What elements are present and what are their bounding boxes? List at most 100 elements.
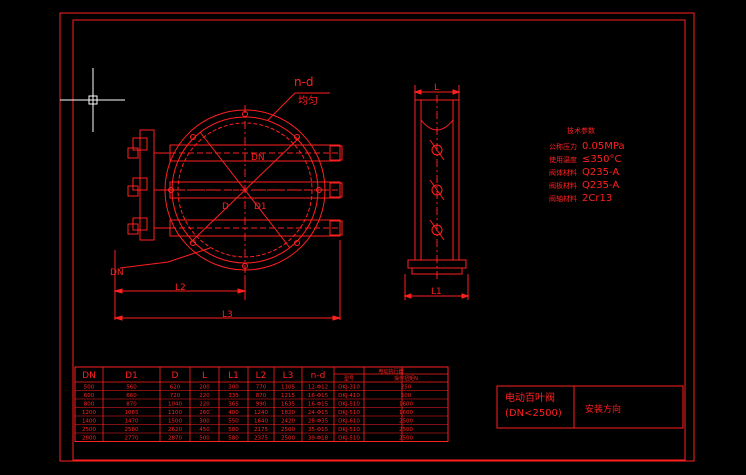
table-cell: 300 (228, 385, 239, 391)
table-cell: 200 (199, 385, 210, 391)
table-cell: 1105 (281, 385, 295, 391)
table-cell: 16-Φ15 (308, 393, 329, 399)
tech-value-3: Q235-A (582, 180, 619, 191)
table-cell: 2500 (281, 427, 295, 433)
label-l3: L3 (222, 310, 233, 320)
label-l2: L2 (175, 283, 186, 293)
table-cell: 2420 (281, 419, 295, 425)
table-cell: 400 (228, 410, 239, 416)
table-cell: 660 (126, 393, 137, 399)
table-group-header: 电动执行器 (378, 368, 403, 375)
title-block (496, 385, 684, 429)
crosshair-cursor-icon (60, 68, 125, 132)
table-cell: 2500 (399, 427, 413, 433)
table-cell: 2580 (125, 427, 139, 433)
table-cell: DKJ-510 (338, 436, 360, 442)
table-cell: 2500 (82, 427, 96, 433)
table-cell: 450 (199, 427, 210, 433)
table-cell: 1215 (281, 393, 295, 399)
tech-label-3: 阀板材料 (549, 181, 577, 190)
tech-label-1: 使用温度 (549, 155, 577, 164)
table-cell: 2500 (399, 436, 413, 442)
table-cell: 2620 (168, 427, 182, 433)
label-d: D (222, 202, 229, 212)
table-cell: DKJ-310 (338, 385, 360, 391)
tech-label-0: 公称压力 (549, 142, 577, 151)
tech-value-0: 0.05MPa (582, 141, 625, 152)
table-cell: 2770 (125, 436, 139, 442)
title-spec: (DN<2500) (505, 408, 562, 419)
table-cell: 580 (228, 436, 239, 442)
label-l1: L1 (431, 287, 442, 297)
table-cell: 500 (84, 385, 95, 391)
valve-front-view (113, 92, 343, 321)
tech-label-4: 阀轴材料 (549, 194, 577, 203)
table-cell: 500 (401, 393, 412, 399)
title-right: 安装方向 (585, 403, 621, 415)
table-header: L2 (256, 371, 267, 381)
table-cell: 2800 (82, 436, 96, 442)
table-cell: 335 (228, 393, 239, 399)
label-l: L (434, 83, 439, 93)
table-cell: 870 (256, 393, 267, 399)
table-cell: 1200 (82, 410, 96, 416)
table-cell: 1820 (281, 410, 295, 416)
table-header: L (202, 371, 207, 381)
table-sub-header: 操作扭矩N (394, 375, 418, 382)
label-dn-outer: DN (110, 268, 124, 278)
tech-value-4: 2Cr13 (582, 193, 612, 204)
table-sub-header: 型号 (344, 375, 354, 382)
table-header: L3 (283, 371, 294, 381)
table-cell: 500 (199, 436, 210, 442)
table-cell: 1065 (125, 410, 139, 416)
table-cell: 1635 (281, 402, 295, 408)
tech-label-2: 阀体材料 (549, 168, 577, 177)
table-cell: DKJ-510 (338, 402, 360, 408)
table-header: DN (82, 371, 96, 381)
table-cell: 580 (228, 427, 239, 433)
table-cell: 28-Φ35 (308, 419, 329, 425)
title-name: 电动百叶阀 (505, 391, 555, 404)
table-cell: 1240 (254, 410, 268, 416)
label-nd: n-d (294, 75, 314, 89)
table-header: D (172, 371, 179, 381)
table-cell: DKJ-510 (338, 410, 360, 416)
table-cell: 560 (126, 385, 137, 391)
label-d1: D1 (254, 202, 267, 212)
table-cell: 35-Φ15 (308, 427, 329, 433)
table-cell: 2500 (281, 436, 295, 442)
valve-side-view (403, 85, 470, 300)
label-dn-inner: DN (251, 153, 265, 163)
table-cell: 800 (84, 402, 95, 408)
table-cell: DKJ-410 (338, 393, 360, 399)
table-cell: 990 (256, 402, 267, 408)
table-cell: 1400 (82, 419, 96, 425)
table-cell: 1040 (168, 402, 182, 408)
table-cell: 2375 (254, 436, 268, 442)
tech-title: 技术参数 (567, 126, 595, 135)
table-cell: 1600 (399, 402, 413, 408)
table-cell: DKJ-510 (338, 427, 360, 433)
tech-value-2: Q235-A (582, 167, 619, 178)
table-cell: DKJ-610 (338, 419, 360, 425)
table-cell: 1470 (125, 419, 139, 425)
outer-frame (59, 12, 695, 462)
table-cell: 2175 (254, 427, 268, 433)
table-header: D1 (125, 371, 138, 381)
tech-value-1: ≤350°C (582, 154, 621, 165)
table-cell: 720 (170, 393, 181, 399)
table-cell: 260 (199, 410, 210, 416)
table-cell: 870 (126, 402, 137, 408)
table-cell: 220 (199, 402, 210, 408)
table-cell: 250 (401, 385, 412, 391)
label-nd-sub: 均匀 (298, 95, 318, 107)
table-cell: 550 (228, 419, 239, 425)
table-cell: 16-Φ15 (308, 402, 329, 408)
table-cell: 365 (228, 402, 239, 408)
table-cell: 2500 (399, 419, 413, 425)
table-cell: 1640 (254, 419, 268, 425)
table-cell: 1100 (168, 410, 182, 416)
table-cell: 300 (199, 419, 210, 425)
table-cell: 24-Φ15 (308, 410, 329, 416)
